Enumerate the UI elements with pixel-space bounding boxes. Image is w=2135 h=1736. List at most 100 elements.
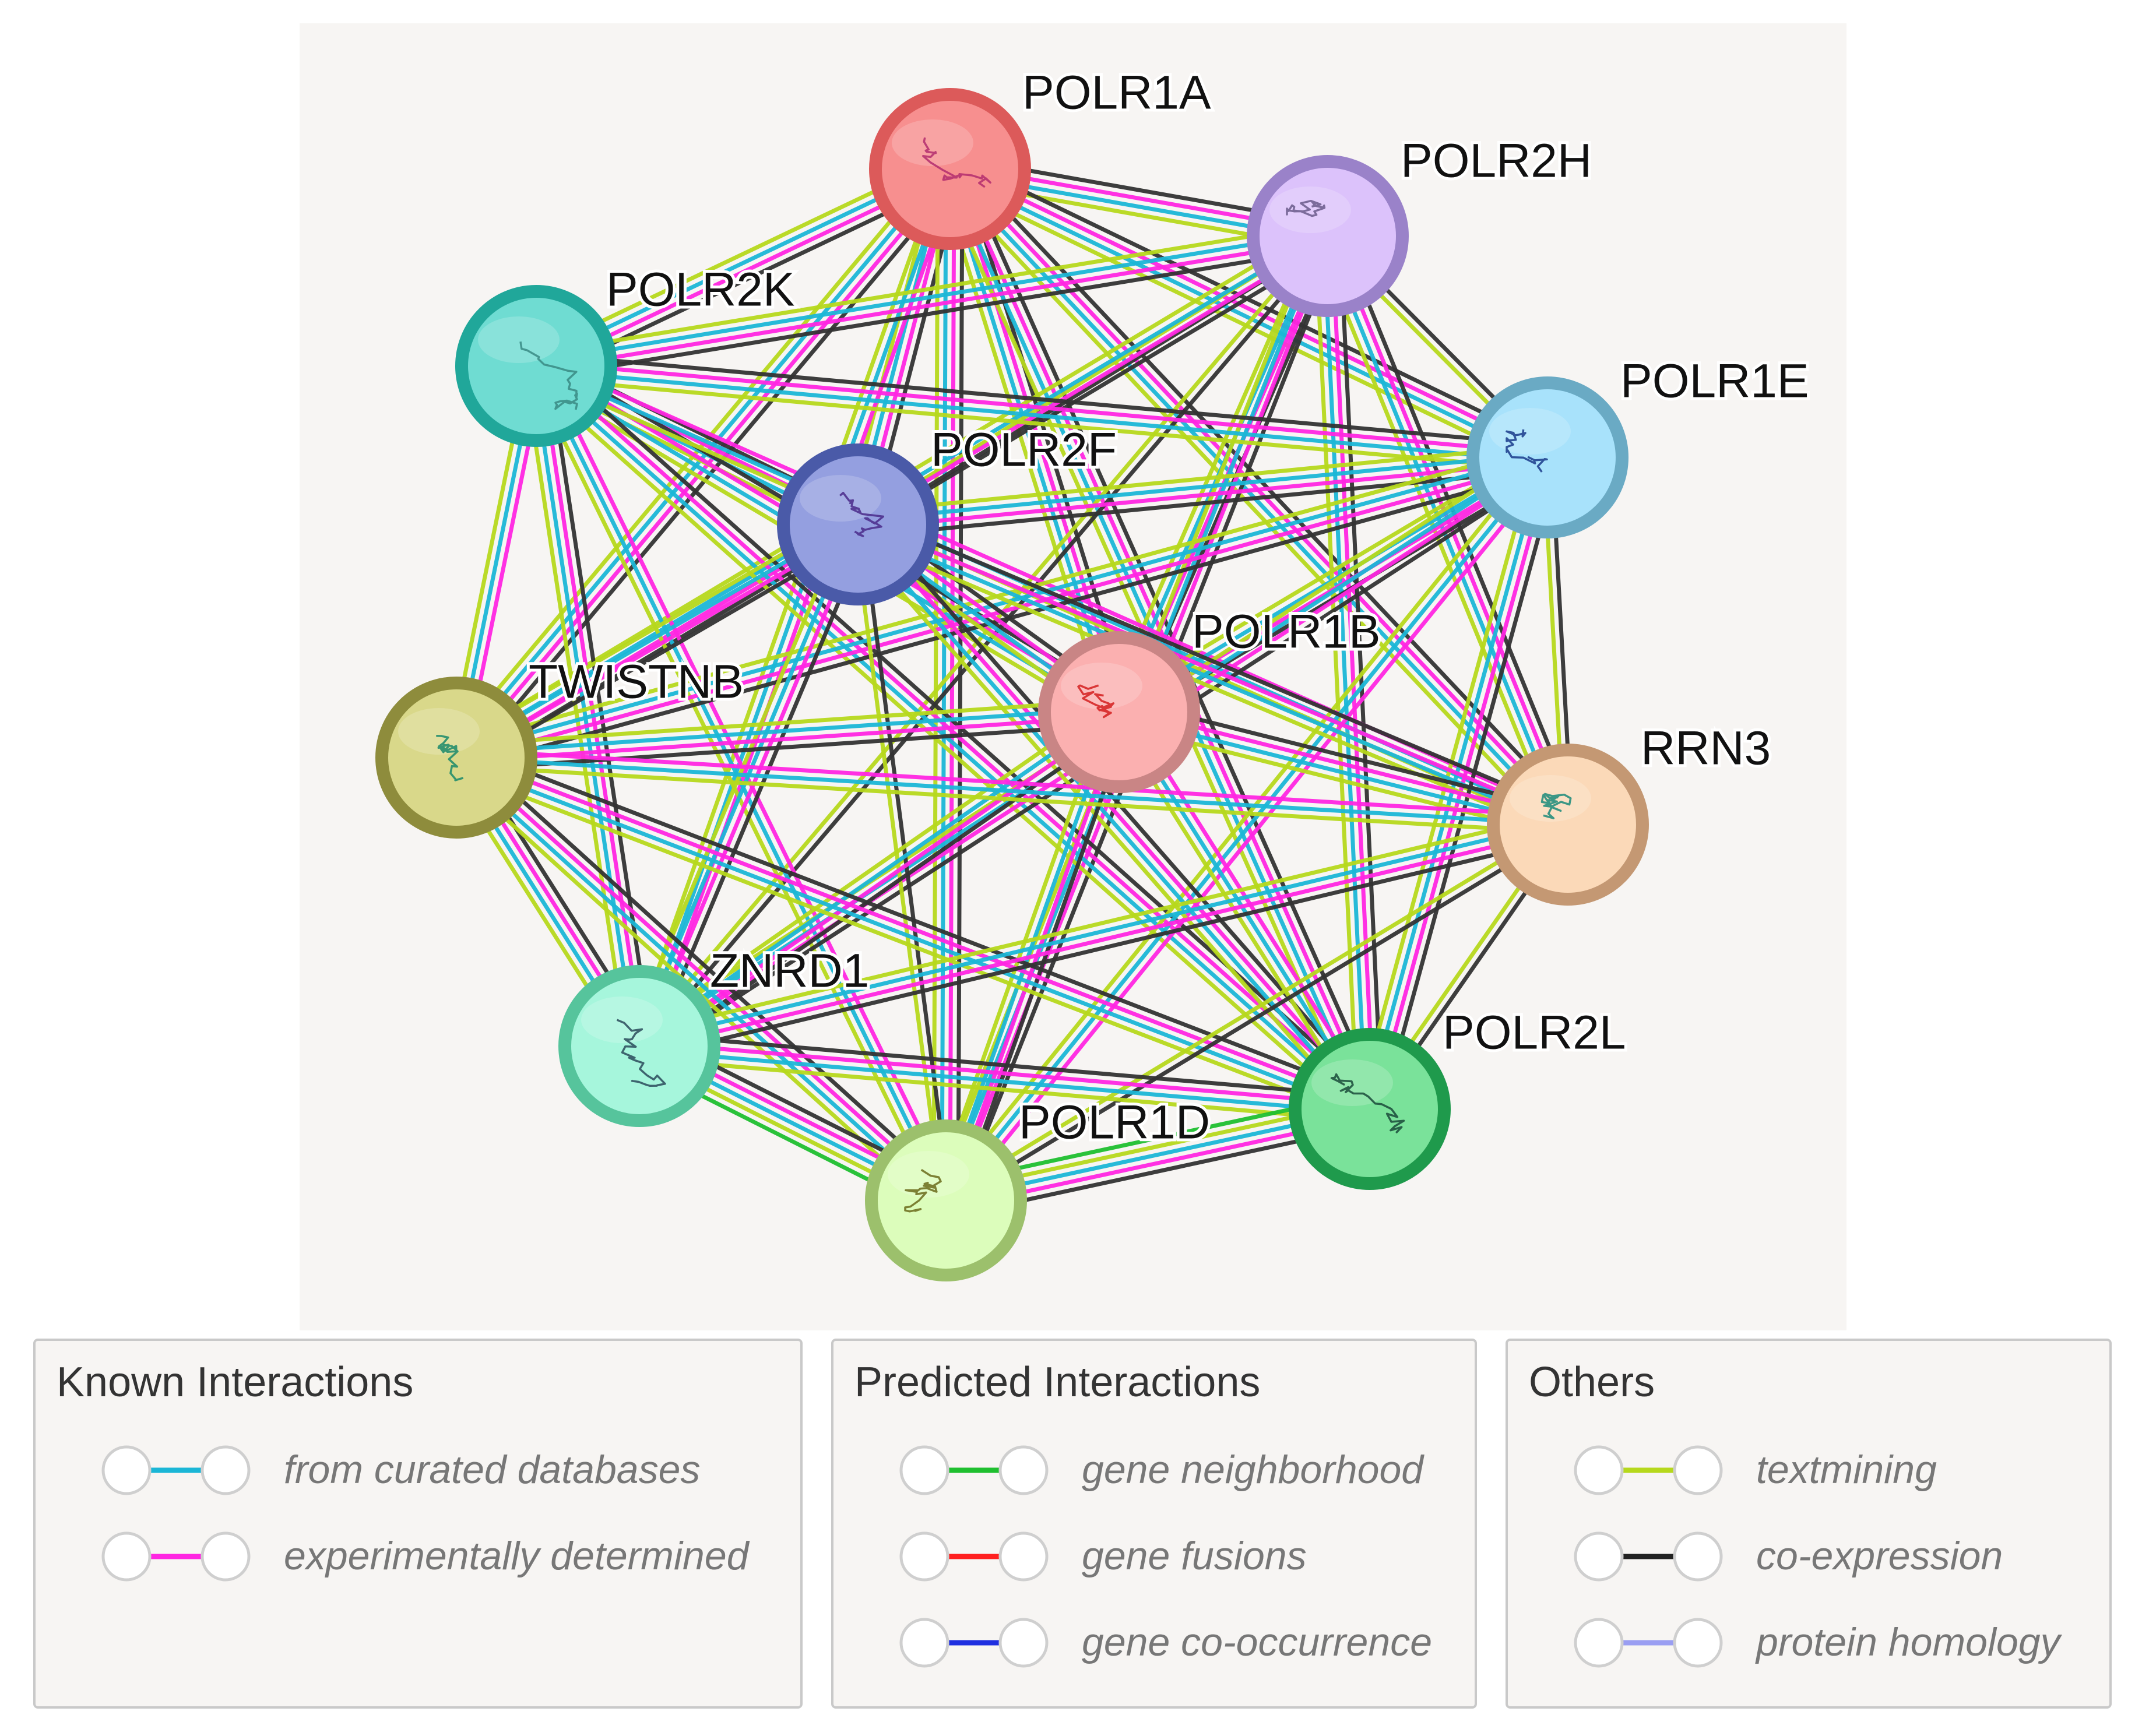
- edge-experimental-line: [534, 238, 1331, 372]
- legend-node-left-icon: [1574, 1531, 1624, 1582]
- legend-node-right-icon: [1673, 1445, 1723, 1495]
- edge-textmining-line: [453, 763, 1570, 835]
- legend-node-left-icon: [899, 1445, 949, 1495]
- node-polr1b[interactable]: [1038, 631, 1200, 793]
- edge-curated-line: [533, 230, 1329, 364]
- legend-node-left-icon: [1574, 1618, 1624, 1668]
- edge-curated-line: [940, 167, 948, 1203]
- legend-node-right-icon: [201, 1445, 251, 1495]
- protein-structure-icon: [519, 341, 578, 410]
- legend-node-left-icon: [899, 1618, 949, 1668]
- edge-polr1a-polr1d[interactable]: [931, 167, 965, 1203]
- edge-experimental-line: [859, 519, 1375, 1108]
- edge-experimental-line: [455, 747, 1571, 819]
- edge-textmining-line: [526, 373, 1364, 1121]
- node-polr2l[interactable]: [1289, 1028, 1451, 1190]
- edge-experimental-line: [1329, 234, 1376, 1111]
- legend-predicted-title: Predicted Interactions: [854, 1359, 1261, 1406]
- node-label-rrn3: RRN3: [1641, 722, 1771, 775]
- edge-coexpression-line: [535, 351, 1551, 448]
- edge-polr1a-polr1e[interactable]: [942, 156, 1555, 471]
- node-polr1d[interactable]: [865, 1119, 1027, 1281]
- edge-coexpression-line: [959, 161, 1383, 1106]
- node-polr1a-circle: [869, 88, 1031, 250]
- protein-structure-icon: [839, 491, 885, 537]
- node-label-twistnb: TWISTNB: [529, 656, 744, 709]
- curated-databases-edge-icon: [101, 1445, 251, 1495]
- edge-polr2f-polr2l[interactable]: [846, 514, 1381, 1119]
- edge-coexpression-line: [857, 467, 1551, 539]
- node-polr1a[interactable]: [869, 88, 1031, 250]
- edge-rrn3-polr1d[interactable]: [941, 819, 1573, 1206]
- edge-curated-line: [940, 709, 1117, 1202]
- edge-curated-line: [531, 367, 1369, 1114]
- edge-polr2h-polr2k[interactable]: [532, 221, 1332, 381]
- node-polr2h[interactable]: [1247, 155, 1409, 317]
- edge-polr2f-rrn3[interactable]: [851, 511, 1575, 838]
- node-polr1b-circle: [1038, 631, 1200, 793]
- node-polr2k[interactable]: [455, 285, 617, 447]
- node-znrd1[interactable]: [558, 965, 720, 1127]
- edge-curated-line: [855, 451, 1549, 523]
- node-twistnb-circle: [375, 677, 537, 839]
- edge-rrn3-znrd1[interactable]: [634, 811, 1573, 1060]
- node-rrn3[interactable]: [1487, 744, 1649, 906]
- edge-curated-line: [1321, 234, 1368, 1111]
- legend-label-co-expression: co-expression: [1756, 1534, 2003, 1578]
- legend-label-experimentally-determined: experimentally determined: [284, 1534, 749, 1578]
- protein-structure-icon: [1286, 199, 1326, 217]
- legend-label-protein-homology: protein homology: [1756, 1620, 2060, 1664]
- edge-textmining-line: [1313, 234, 1360, 1112]
- edge-twistnb-polr2l[interactable]: [450, 744, 1376, 1123]
- edge-experimental-line: [949, 163, 1552, 456]
- edge-textmining-line: [630, 700, 1114, 1038]
- gene-neighborhood-edge-icon: [899, 1445, 1049, 1495]
- edge-curated-line: [454, 706, 1121, 756]
- node-polr2f-sheen: [800, 475, 881, 522]
- edge-curated-line: [853, 525, 1369, 1114]
- edge-experimental-line: [857, 519, 1572, 823]
- node-polr1e[interactable]: [1466, 376, 1628, 538]
- edge-textmining-line: [453, 698, 1121, 748]
- edge-experimental-line: [641, 524, 864, 1050]
- edge-textmining-line: [634, 811, 1567, 1037]
- edge-polr2h-znrd1[interactable]: [634, 231, 1333, 1051]
- legend-node-left-icon: [899, 1531, 949, 1582]
- protein-structure-icon: [436, 735, 464, 781]
- node-znrd1-sheen: [581, 996, 663, 1043]
- edge-textmining-line: [937, 450, 1543, 1198]
- protein-structure-icon: [1077, 684, 1115, 719]
- node-label-polr2f: POLR2F: [931, 424, 1117, 477]
- node-twistnb-sheen: [398, 708, 480, 755]
- edge-experimental-line: [638, 1040, 1373, 1107]
- edge-coexpression-line: [640, 834, 1573, 1060]
- edge-curated-line: [453, 759, 1370, 1115]
- edge-znrd1-polr2l[interactable]: [636, 1031, 1373, 1124]
- edge-polr1e-twistnb[interactable]: [451, 443, 1553, 772]
- edge-polr2k-polr1e[interactable]: [533, 351, 1551, 472]
- node-polr2f[interactable]: [777, 443, 939, 605]
- protein-structure-icon: [1506, 429, 1548, 473]
- edge-polr1e-polr2f[interactable]: [854, 443, 1551, 539]
- legend-label-gene-fusions: gene fusions: [1082, 1534, 1307, 1578]
- node-twistnb[interactable]: [375, 677, 537, 839]
- gene-co-occurrence-edge-icon: [899, 1618, 1049, 1668]
- edge-textmining-line: [846, 530, 1363, 1119]
- edge-textmining-line: [854, 443, 1549, 515]
- edge-coexpression-line: [860, 522, 952, 1202]
- edge-coexpression-line: [640, 237, 1333, 1051]
- edge-textmining-line: [636, 1056, 1371, 1124]
- edge-experimental-line: [456, 752, 1373, 1107]
- legend-node-left-icon: [101, 1445, 152, 1495]
- edge-twistnb-rrn3[interactable]: [453, 747, 1571, 835]
- edge-curated-line: [946, 170, 1548, 463]
- edge-experimental-line: [534, 360, 1550, 456]
- legend-node-left-icon: [101, 1531, 152, 1582]
- co-expression-edge-icon: [1574, 1531, 1723, 1582]
- legend-label-gene-neighborhood: gene neighborhood: [1082, 1448, 1424, 1492]
- node-label-polr1d: POLR1D: [1019, 1096, 1210, 1149]
- node-polr1e-sheen: [1489, 408, 1571, 455]
- edge-textmining-line: [533, 376, 1549, 472]
- edge-curated-line: [944, 168, 1117, 716]
- edge-textmining-line: [851, 533, 1566, 838]
